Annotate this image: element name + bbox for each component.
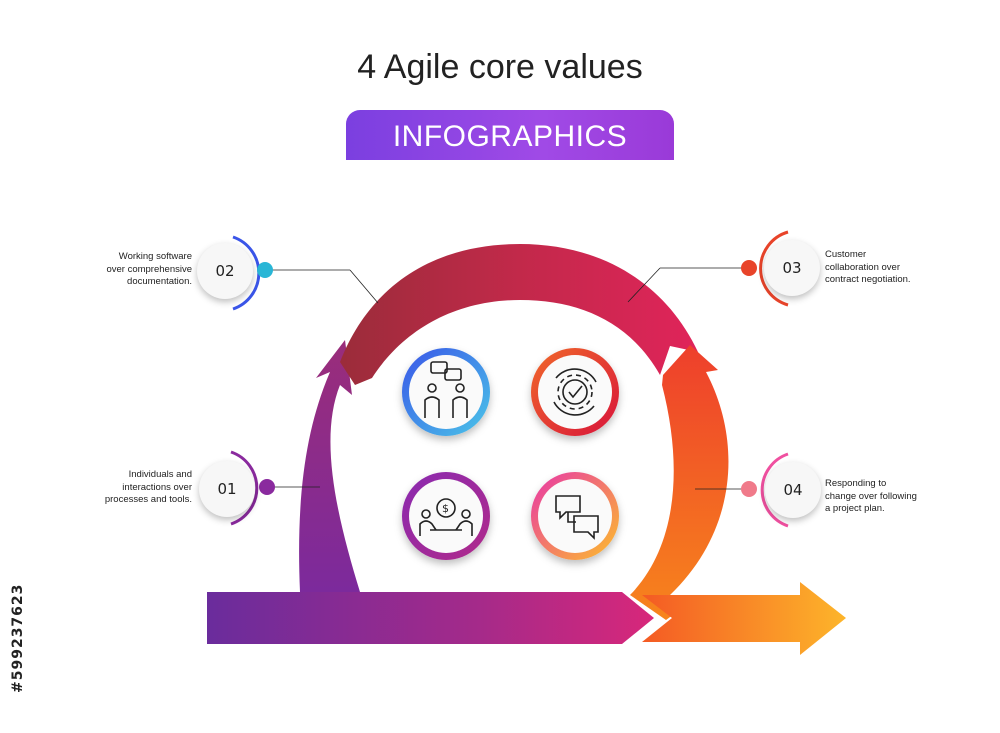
dot-02 bbox=[257, 262, 273, 278]
infographics-banner: INFOGRAPHICS bbox=[346, 110, 674, 160]
exit-arrow bbox=[642, 582, 846, 655]
stock-id: #599237623 bbox=[10, 583, 26, 693]
top-arc-band bbox=[340, 244, 698, 385]
team-chat-icon bbox=[402, 348, 490, 436]
right-arc-band bbox=[630, 345, 729, 620]
badge-03: 03 bbox=[764, 240, 820, 296]
dot-04 bbox=[741, 481, 757, 497]
badge-04: 04 bbox=[765, 462, 821, 518]
badge-04-arc bbox=[760, 452, 789, 528]
left-arc-band bbox=[299, 340, 360, 592]
people-negotiation-icon: $ bbox=[402, 472, 490, 560]
chat-bubbles-icon bbox=[531, 472, 619, 560]
badge-01-arc bbox=[230, 450, 259, 526]
gear-cycle-icon bbox=[531, 348, 619, 436]
bottom-arrow-band bbox=[207, 592, 654, 644]
svg-text:$: $ bbox=[442, 502, 449, 515]
page-title: 4 Agile core values bbox=[357, 48, 643, 86]
badge-03-arc bbox=[759, 230, 789, 307]
dot-03 bbox=[741, 260, 757, 276]
badge-02: 02 bbox=[197, 243, 253, 299]
dot-01 bbox=[259, 479, 275, 495]
badge-01: 01 bbox=[199, 461, 255, 517]
